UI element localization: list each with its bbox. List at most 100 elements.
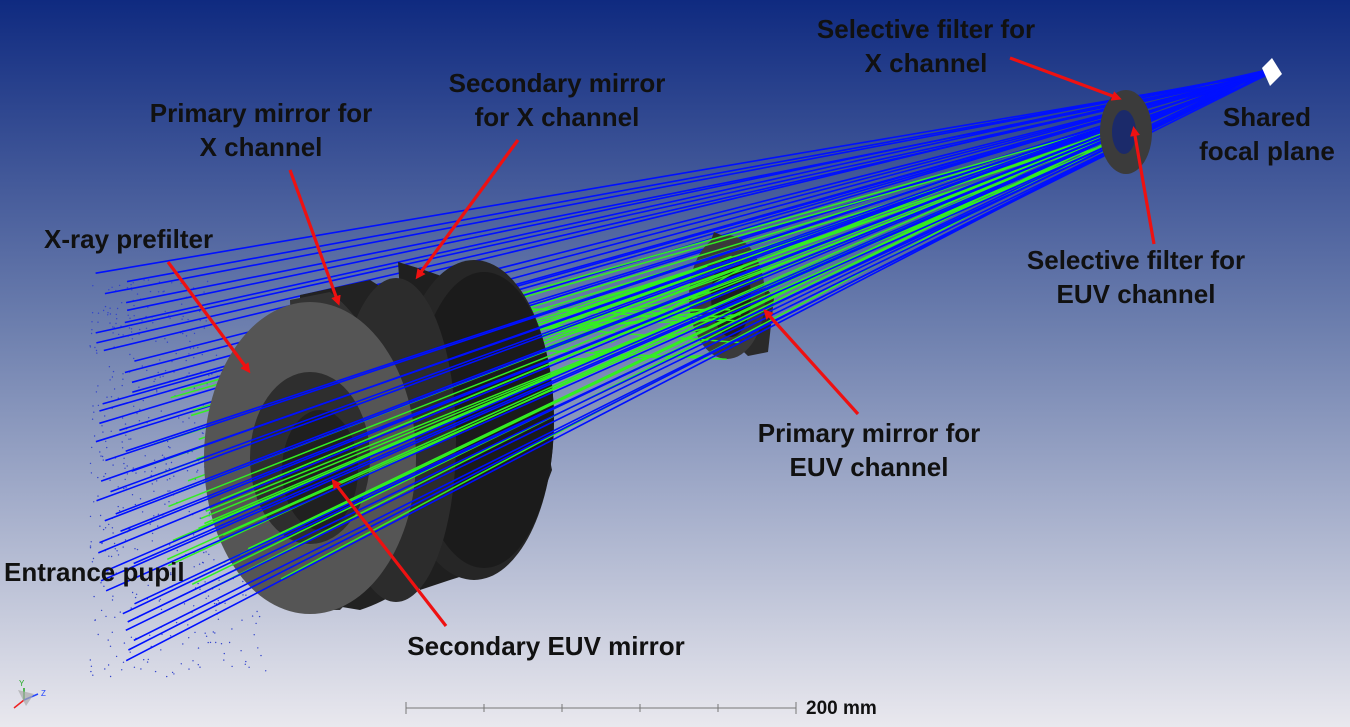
pupil-point <box>189 347 191 350</box>
pupil-point <box>157 525 159 527</box>
pupil-point <box>136 548 139 551</box>
pupil-point <box>90 541 92 543</box>
pupil-point <box>138 333 140 336</box>
xray-ray <box>127 69 1269 623</box>
xray-ray <box>104 70 1269 522</box>
pupil-point <box>108 555 110 557</box>
pupil-point <box>94 346 96 349</box>
pupil-point <box>109 322 111 324</box>
pupil-point <box>187 624 189 626</box>
pupil-point <box>163 290 165 292</box>
label-secondary-mirror-x: Secondary mirror for X channel <box>448 68 666 132</box>
pupil-point <box>164 310 166 313</box>
pupil-point <box>109 313 112 315</box>
pupil-point <box>257 647 259 649</box>
euv-ray <box>172 127 1122 542</box>
pupil-point <box>108 366 111 368</box>
arrow-selective-filter-euv <box>1130 126 1156 245</box>
pupil-point <box>111 527 114 529</box>
pupil-point <box>117 486 119 488</box>
pupil-point <box>116 307 119 310</box>
pupil-point <box>121 417 124 419</box>
pupil-point <box>188 372 190 374</box>
pupil-point <box>126 287 129 289</box>
pupil-point <box>170 461 173 464</box>
pupil-point <box>197 647 200 649</box>
pupil-point <box>110 430 112 432</box>
pupil-point <box>182 332 184 335</box>
pupil-point <box>181 318 183 320</box>
pupil-point <box>144 455 146 457</box>
pupil-point <box>159 376 161 378</box>
pupil-point <box>154 378 156 380</box>
pupil-point <box>203 291 205 293</box>
pupil-point <box>127 314 129 316</box>
pupil-point <box>144 471 146 473</box>
pupil-point <box>185 335 188 337</box>
pupil-point <box>201 561 204 564</box>
pupil-point <box>164 338 166 340</box>
pupil-point <box>213 559 215 561</box>
pupil-point <box>97 385 99 387</box>
pupil-point <box>133 315 135 317</box>
pupil-point <box>160 410 162 412</box>
pupil-point <box>91 446 93 449</box>
pupil-point <box>158 600 160 602</box>
pupil-point <box>134 503 137 506</box>
pupil-point <box>192 660 194 662</box>
pupil-point <box>139 408 141 411</box>
pupil-point <box>89 346 92 348</box>
pupil-point <box>194 631 196 634</box>
pupil-point <box>121 669 123 671</box>
pupil-point <box>149 634 151 636</box>
shared-focal-plane <box>1262 58 1282 86</box>
pupil-point <box>164 503 166 505</box>
pupil-point <box>89 659 92 661</box>
pupil-point <box>151 470 153 472</box>
pupil-point <box>245 660 247 663</box>
pupil-point <box>258 615 261 618</box>
pupil-point <box>109 307 111 309</box>
pupil-point <box>121 384 123 387</box>
pupil-point <box>129 353 131 356</box>
pupil-point <box>91 561 94 563</box>
pupil-point <box>217 599 219 602</box>
pupil-point <box>178 417 180 419</box>
pupil-point <box>118 510 121 512</box>
pupil-point <box>186 470 189 472</box>
pupil-point <box>90 670 92 673</box>
pupil-point <box>242 580 244 583</box>
pupil-point <box>95 391 98 393</box>
pupil-point <box>169 490 171 492</box>
pupil-point <box>139 498 142 500</box>
pupil-point <box>148 417 150 419</box>
pupil-point <box>220 643 223 645</box>
pupil-point <box>113 388 116 390</box>
pupil-point <box>103 475 105 478</box>
xray-ray <box>133 73 1269 642</box>
pupil-point <box>90 472 93 474</box>
pupil-point <box>157 513 160 515</box>
pupil-point <box>115 655 118 658</box>
pupil-point <box>124 423 127 425</box>
pupil-point <box>150 474 152 477</box>
pupil-point <box>140 668 142 670</box>
pupil-point <box>93 435 96 437</box>
label-selective-filter-euv: Selective filter for EUV channel <box>1026 245 1246 309</box>
pupil-point <box>203 551 205 554</box>
pupil-point <box>128 438 130 440</box>
pupil-point <box>147 584 149 587</box>
pupil-point <box>168 467 171 470</box>
pupil-point <box>89 462 92 465</box>
pupil-point <box>197 469 199 471</box>
pupil-point <box>130 636 133 638</box>
pupil-point <box>130 607 132 609</box>
pupil-point <box>135 472 137 474</box>
euv-ray <box>525 265 708 331</box>
pupil-point <box>121 441 123 443</box>
pupil-point <box>93 411 95 413</box>
pupil-point <box>104 668 106 670</box>
pupil-point <box>204 632 206 634</box>
pupil-point <box>166 675 168 678</box>
scale-bar-label: 200 mm <box>806 698 877 719</box>
